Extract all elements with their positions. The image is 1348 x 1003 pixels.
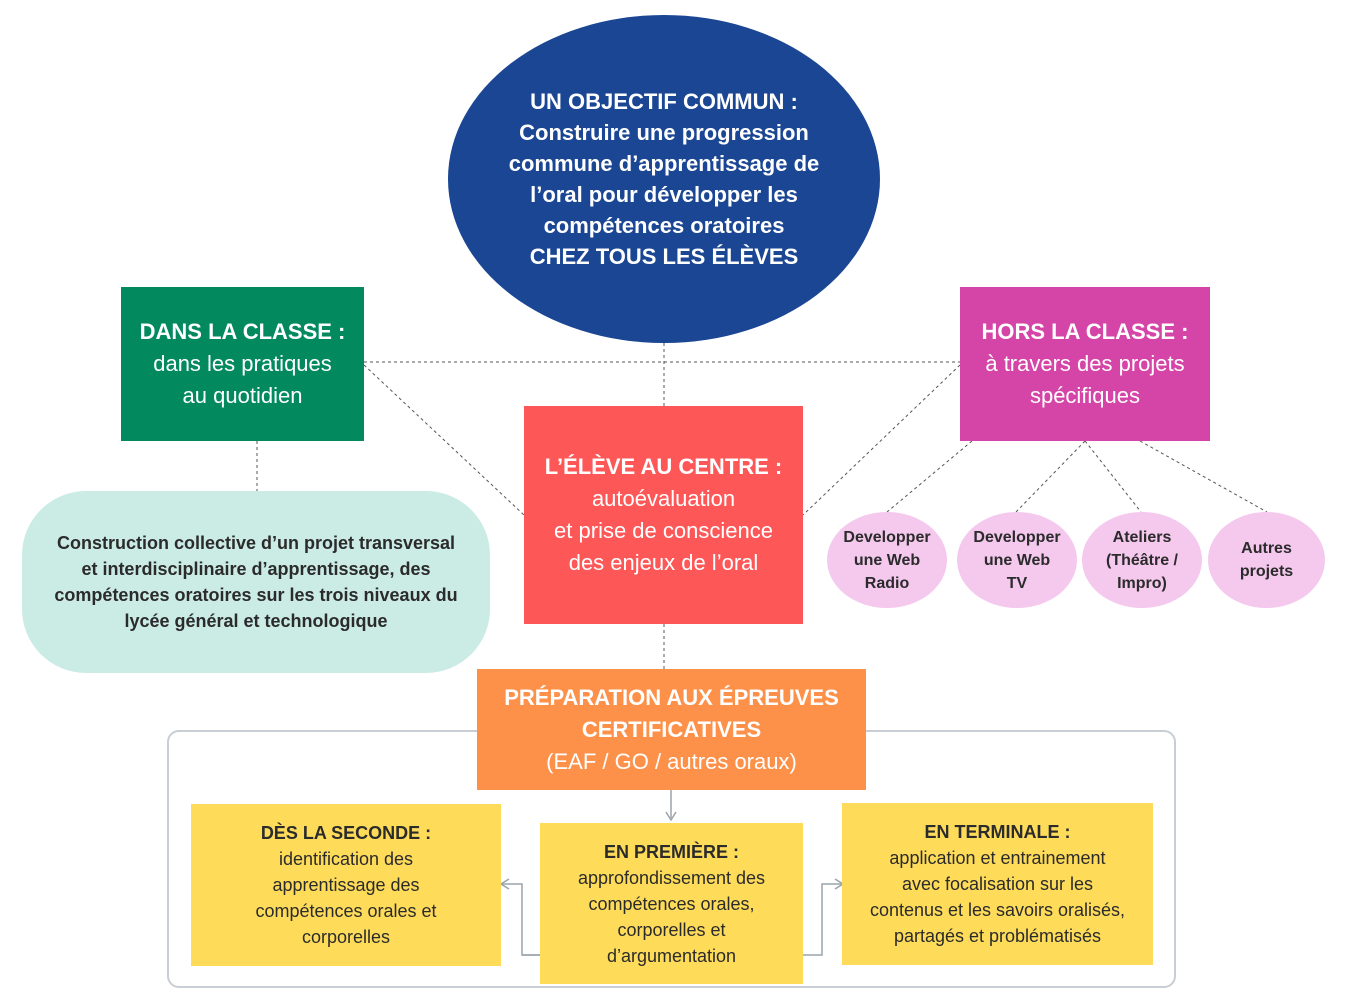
common-goal-ellipse: UN OBJECTIF COMMUN : Construire une prog…: [448, 15, 880, 343]
bubble-text: Radio: [864, 574, 910, 592]
year-text: contenus et les savoirs oralisés,: [869, 900, 1126, 920]
goal-text-line: commune d’apprentissage de: [508, 151, 820, 176]
bubble-text: une Web: [853, 551, 921, 569]
in-class-box: DANS LA CLASSE : dans les pratiques au q…: [121, 287, 364, 441]
bubble-text: Impro): [1117, 574, 1167, 592]
student-center-box: L’ÉLÈVE AU CENTRE : autoévaluation et pr…: [524, 406, 803, 624]
center-text: et prise de conscience: [554, 518, 773, 543]
year-text: apprentissage des: [272, 875, 420, 895]
year-text: approfondissement des: [577, 867, 766, 888]
prep-title: CERTIFICATIVES: [581, 716, 762, 742]
bubble-ateliers: Ateliers (Théâtre / Impro): [1082, 512, 1202, 608]
goal-emphasis: CHEZ TOUS LES ÉLÈVES: [529, 244, 799, 269]
bubble-web-tv: Developper une Web TV: [957, 512, 1077, 608]
year-premiere-box: EN PREMIÈRE : approfondissement des comp…: [540, 823, 803, 984]
bubble-text: projets: [1239, 563, 1294, 580]
exam-preparation-box: PRÉPARATION AUX ÉPREUVES CERTIFICATIVES …: [477, 669, 866, 790]
goal-title: UN OBJECTIF COMMUN :: [530, 89, 798, 114]
project-text: et interdisciplinaire d’apprentissage, d…: [81, 559, 431, 579]
bubble-web-radio: Developper une Web Radio: [827, 512, 947, 608]
out-class-title: HORS LA CLASSE :: [981, 319, 1189, 344]
bubble-text: (Théâtre /: [1105, 551, 1178, 569]
connector-inclass-center: [363, 364, 525, 516]
in-class-title: DANS LA CLASSE :: [139, 319, 346, 344]
year-text: identification des: [278, 849, 414, 869]
bubble-text: Developper: [973, 528, 1061, 546]
year-text: compétences orales,: [588, 893, 755, 914]
connector-out-bubble-4: [1139, 440, 1268, 513]
year-title: EN TERMINALE :: [924, 822, 1071, 842]
year-text: application et entrainement: [889, 848, 1106, 868]
year-seconde-box: DÈS LA SECONDE : identification des appr…: [191, 804, 501, 966]
prep-title: PRÉPARATION AUX ÉPREUVES: [504, 684, 839, 710]
year-title: EN PREMIÈRE :: [603, 841, 740, 862]
bubble-text: Developper: [843, 528, 931, 546]
arrow-head-prep: [665, 811, 677, 822]
center-title: L’ÉLÈVE AU CENTRE :: [544, 454, 783, 479]
project-text: compétences oratoires sur les trois nive…: [54, 585, 458, 605]
connector-out-bubble-1: [886, 440, 973, 513]
year-text: d’argumentation: [606, 945, 737, 966]
year-terminale-box: EN TERMINALE : application et entraineme…: [842, 803, 1153, 965]
center-text: autoévaluation: [591, 486, 736, 511]
bubble-text: Autres: [1241, 540, 1292, 557]
out-class-box: HORS LA CLASSE : à travers des projets s…: [960, 287, 1210, 441]
project-text: Construction collective d’un projet tran…: [56, 533, 456, 553]
center-text: des enjeux de l’oral: [568, 550, 759, 575]
bubble-text: TV: [1006, 574, 1028, 592]
connector-outclass-center: [802, 364, 961, 516]
goal-text-line: Construire une progression: [519, 120, 809, 145]
bubble-text: Ateliers: [1112, 528, 1172, 546]
connector-out-bubble-2: [1015, 440, 1086, 513]
arrow-head-seconde: [499, 878, 510, 890]
year-text: avec focalisation sur les: [901, 874, 1094, 894]
connector-out-bubble-3: [1084, 440, 1142, 513]
bubble-autres-projets: Autres projets: [1208, 512, 1325, 608]
year-text: corporelles et: [617, 919, 726, 940]
goal-text-line: compétences oratoires: [543, 213, 785, 238]
prep-subtitle: (EAF / GO / autres oraux): [546, 748, 797, 774]
out-class-text: à travers des projets: [985, 351, 1185, 376]
year-text: partagés et problématisés: [893, 926, 1102, 946]
goal-text-line: l’oral pour développer les: [530, 182, 798, 207]
year-text: compétences orales et: [255, 901, 437, 921]
arrow-premiere-terminale: [803, 883, 842, 956]
in-class-text: dans les pratiques: [153, 351, 332, 376]
year-title: DÈS LA SECONDE :: [260, 823, 432, 843]
bubble-text: une Web: [983, 551, 1051, 569]
collective-project-box: Construction collective d’un projet tran…: [22, 491, 490, 673]
year-text: corporelles: [301, 927, 391, 947]
project-text: lycée général et technologique: [124, 611, 388, 631]
out-class-text: spécifiques: [1029, 383, 1141, 408]
in-class-text: au quotidien: [182, 383, 303, 408]
